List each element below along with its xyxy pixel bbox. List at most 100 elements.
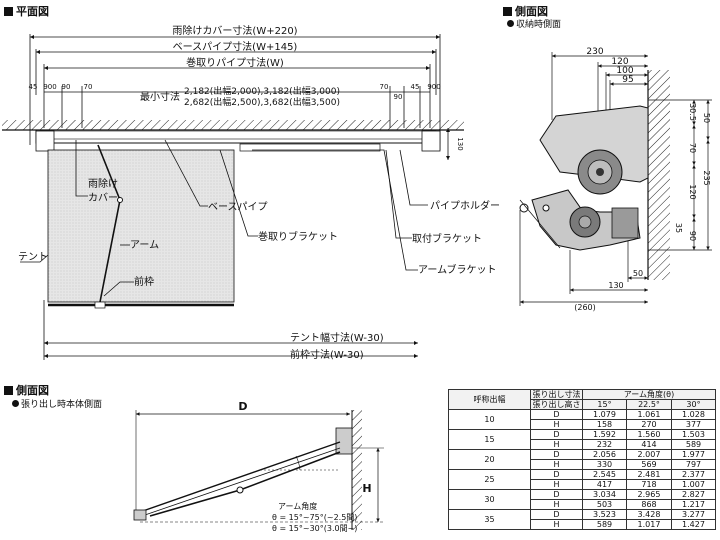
spec-value-cell: 414 (626, 439, 672, 450)
extended-wall-hatch (352, 410, 362, 530)
side-dim-120: 120 (611, 57, 628, 67)
label-pipe-holder: パイプホルダー (430, 199, 500, 212)
side-dim-35: 35 (674, 223, 683, 233)
plan-left-end-cap (35, 130, 55, 152)
spec-value-cell: 589 (582, 519, 627, 530)
side-housing-cover (539, 105, 649, 183)
spec-value-cell: 2.827 (671, 489, 716, 500)
spec-call-width-cell: 10 (448, 409, 531, 430)
side-dim-230: 230 (586, 47, 603, 57)
dim-front-frame: 前枠寸法(W-30) (290, 348, 364, 361)
spec-call-width-cell: 20 (448, 449, 531, 470)
spec-call-width-cell: 25 (448, 469, 531, 490)
spec-value-cell: 1.079 (582, 409, 627, 420)
dim-right-90: 90 (394, 93, 403, 101)
spec-header-angle-15: 15° (582, 399, 627, 410)
bullet-icon (12, 400, 19, 407)
side-dim-90: 90 (688, 231, 697, 241)
spec-value-cell: 503 (582, 499, 627, 510)
spec-value-cell: 2.965 (626, 489, 672, 500)
plan-right-end-cap (421, 130, 441, 152)
spec-header-angle-30: 30° (671, 399, 716, 410)
extended-tent-line (139, 441, 341, 513)
spec-value-cell: 417 (582, 479, 627, 490)
spec-value-cell: 1.217 (671, 499, 716, 510)
spec-call-width-cell: 30 (448, 489, 531, 510)
spec-row-type-cell: D (530, 509, 583, 520)
side-extended-title: 側面図 (4, 382, 49, 398)
side-stored-view: 230 120 100 95 30.5 50 70 120 235 35 90 … (519, 47, 712, 312)
spec-row-type-cell: H (530, 419, 583, 430)
dim-right-70: 70 (380, 83, 389, 91)
side-dim-50-top: 50 (702, 113, 711, 123)
extended-front-frame (133, 509, 147, 521)
extended-h-label: H (362, 482, 371, 495)
plan-roll-pipe-segment (239, 143, 381, 152)
plan-wall-hatch (2, 120, 464, 130)
side-mount-bracket (611, 207, 639, 239)
spec-header-ext-dim: 張り出し寸法 (530, 389, 583, 400)
dim-roll-pipe: 巻取りパイプ寸法(W) (186, 56, 284, 69)
plan-view-title: 平面図 (4, 3, 49, 19)
spec-value-cell: 589 (671, 439, 716, 450)
plan-view: 雨除けカバー寸法(W+220) ベースパイプ寸法(W+145) 巻取りパイプ寸法… (2, 24, 500, 361)
plan-view-title-text: 平面図 (16, 5, 49, 18)
spec-value-cell: 377 (671, 419, 716, 430)
spec-value-cell: 1.007 (671, 479, 716, 490)
spec-value-cell: 1.503 (671, 429, 716, 440)
dim-left-90: 90 (62, 83, 71, 91)
spec-header-angle-22-5: 22.5° (626, 399, 672, 410)
spec-value-cell: 3.428 (626, 509, 672, 520)
dim-tent-width: テント幅寸法(W-30) (290, 331, 384, 344)
side-dim-95: 95 (622, 75, 633, 85)
spec-row-type-cell: H (530, 479, 583, 490)
label-rain-cover-1: 雨除け (88, 177, 118, 190)
spec-value-cell: 158 (582, 419, 627, 430)
spec-value-cell: 797 (671, 459, 716, 470)
spec-value-cell: 569 (626, 459, 672, 470)
spec-row-type-cell: H (530, 459, 583, 470)
side-dim-100: 100 (616, 66, 633, 76)
side-dim-70: 70 (688, 143, 697, 153)
spec-value-cell: 3.034 (582, 489, 627, 500)
spec-value-cell: 2.481 (626, 469, 672, 480)
spec-value-cell: 3.523 (582, 509, 627, 520)
spec-row-type-cell: D (530, 429, 583, 440)
spec-row-type-cell: H (530, 439, 583, 450)
extended-range2: θ = 15°~30°(3.0間~) (272, 524, 357, 533)
spec-table: 呼称出幅 張り出し寸法 アーム角度(θ) 張り出し高さ 15° 22.5° 30… (448, 389, 716, 530)
dim-base-pipe: ベースパイプ寸法(W+145) (173, 40, 298, 53)
side-extended-subtitle-text: 張り出し時本体側面 (21, 400, 103, 410)
spec-header-arm-angle: アーム角度(θ) (582, 389, 716, 400)
side-extended-view: D H アーム角度 θ = 15°~75°(~2.5間) θ = 15°~30°… (133, 400, 384, 533)
spec-value-cell: 1.028 (671, 409, 716, 420)
spec-header-call-width: 呼称出幅 (448, 389, 531, 410)
spec-row-type-cell: D (530, 469, 583, 480)
label-mount-bracket: 取付ブラケット (412, 232, 482, 245)
spec-value-cell: 1.061 (626, 409, 672, 420)
spec-value-cell: 1.977 (671, 449, 716, 460)
spec-value-cell: 868 (626, 499, 672, 510)
spec-row-type-cell: D (530, 489, 583, 500)
plan-arm-lower (99, 199, 121, 303)
spec-value-cell: 1.560 (626, 429, 672, 440)
label-arm-bracket: アームブラケット (418, 263, 497, 276)
dim-min-line1: 2,182(出幅2,000),3,182(出幅3,000) (184, 85, 340, 97)
label-base-pipe: ベースパイプ (208, 201, 268, 213)
dim-left-45: 45 (29, 83, 38, 91)
plan-rain-cover (35, 129, 441, 144)
spec-value-cell: 330 (582, 459, 627, 470)
side-dim-130: 130 (608, 281, 623, 290)
side-extended-title-text: 側面図 (16, 384, 49, 397)
side-dim-50-bottom: 50 (633, 269, 643, 278)
extended-housing (335, 427, 353, 455)
